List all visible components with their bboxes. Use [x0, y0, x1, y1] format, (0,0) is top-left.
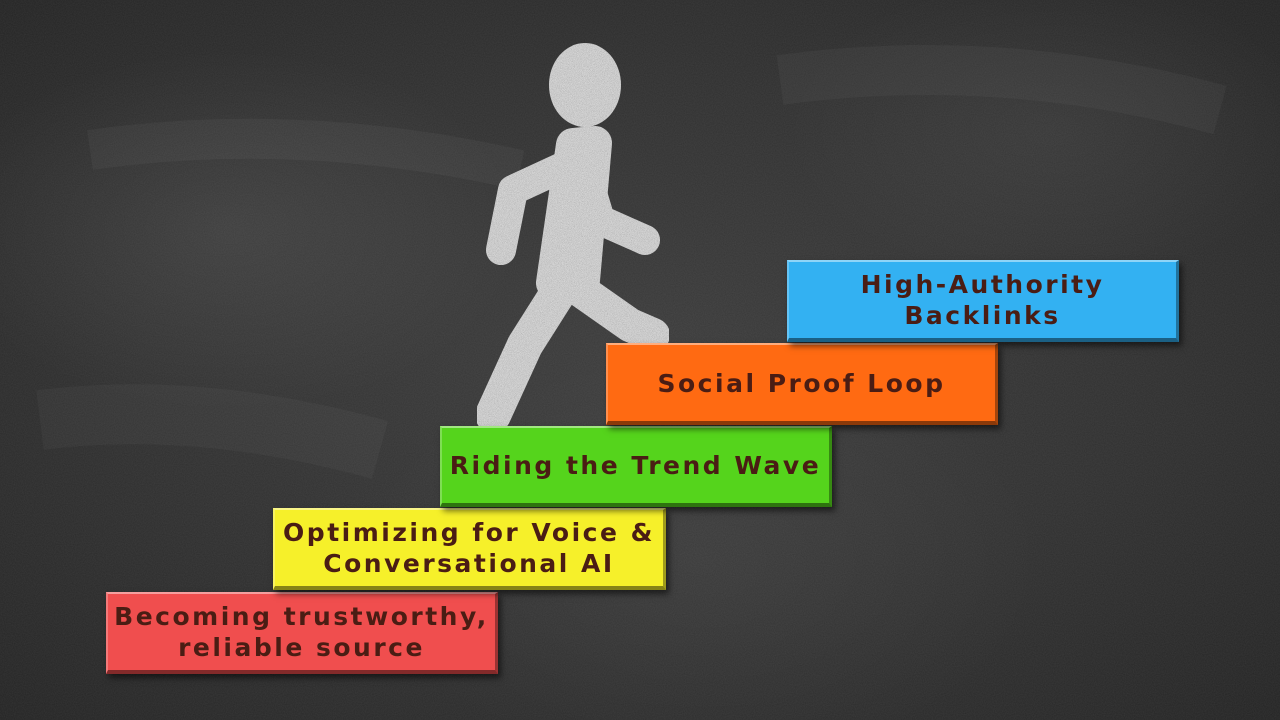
step-label: Social Proof Loop	[657, 368, 946, 398]
step-2-voice-conversational-ai: Optimizing for Voice & Conversational AI	[273, 508, 666, 590]
step-label: Optimizing for Voice & Conversational AI	[283, 518, 655, 578]
step-label: Riding the Trend Wave	[449, 451, 822, 480]
walking-person-icon	[475, 43, 670, 433]
step-5-high-authority-backlinks: High-Authority Backlinks	[787, 260, 1179, 342]
step-label: High-Authority Backlinks	[860, 270, 1105, 330]
step-1-trustworthy-source: Becoming trustworthy, reliable source	[106, 592, 498, 674]
step-3-trend-wave: Riding the Trend Wave	[440, 426, 832, 507]
step-4-social-proof-loop: Social Proof Loop	[606, 343, 998, 425]
step-label: Becoming trustworthy, reliable source	[114, 602, 489, 662]
